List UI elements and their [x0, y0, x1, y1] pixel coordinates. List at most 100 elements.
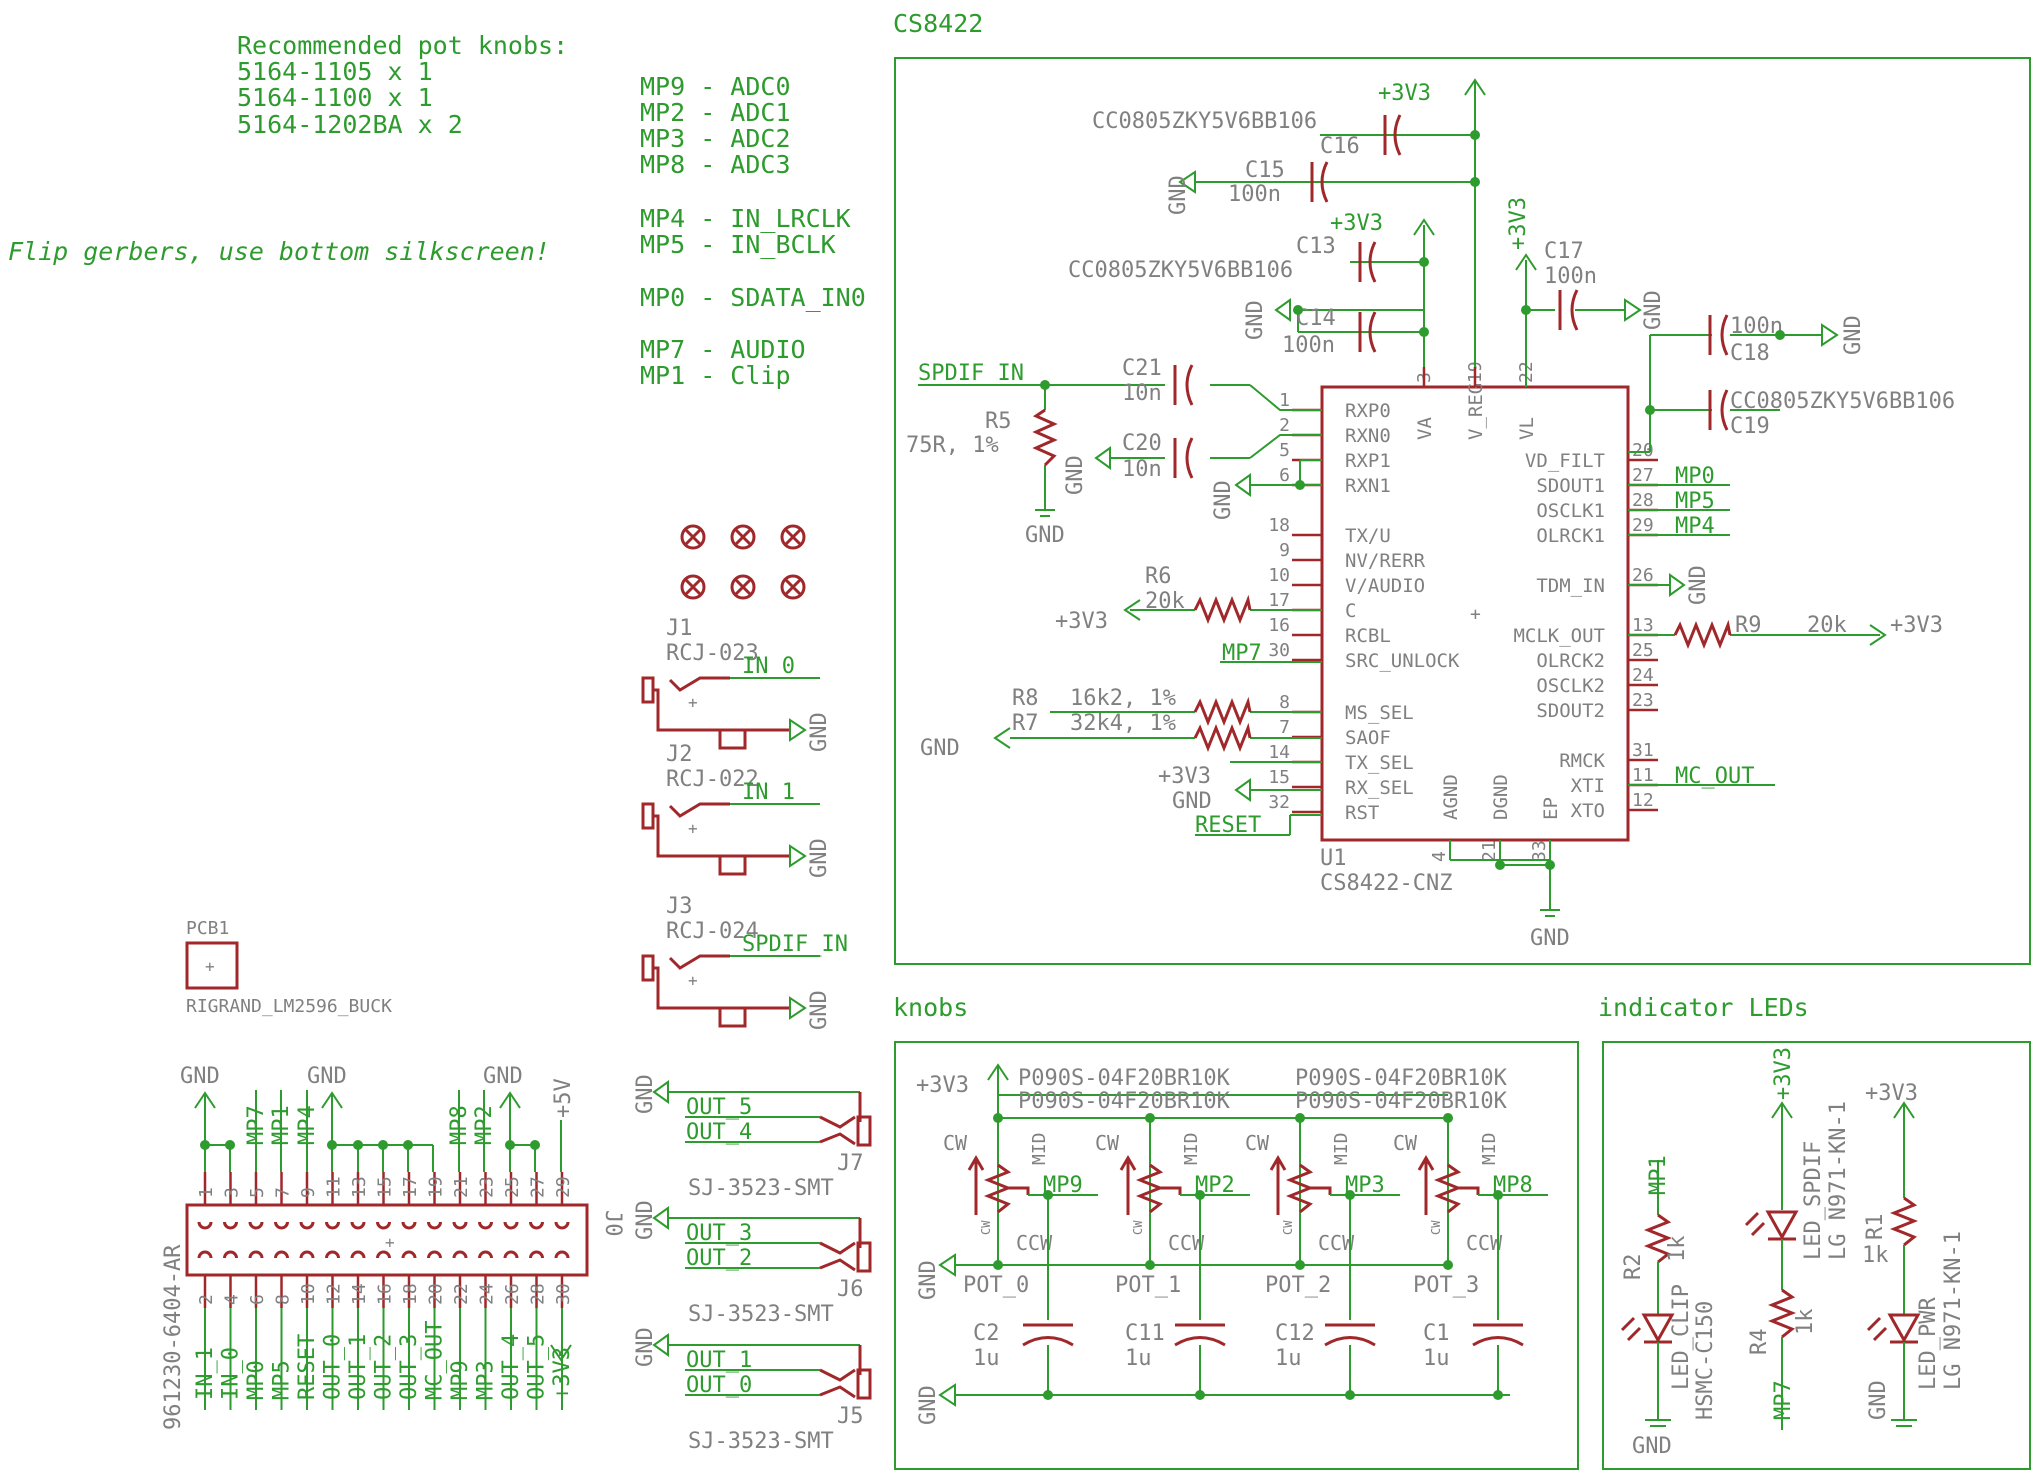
c20-value: 10n	[1122, 457, 1162, 482]
j0-header: + 12IN_134IN_056MP078MP5910RESET1112OUT_…	[185, 1090, 589, 1410]
mp-map-line: MP7 - AUDIO	[640, 335, 806, 364]
gnd-led-pwr: GND	[1866, 1380, 1891, 1420]
u1-pin-name: OSCLK1	[1536, 500, 1605, 522]
junction-dot	[1470, 177, 1480, 187]
u1-pin-num: 2	[1279, 415, 1290, 436]
pot-ref: POT_1	[1115, 1273, 1181, 1298]
u1-pin-name: V_REG	[1465, 383, 1487, 440]
u1-pin-num: 8	[1279, 692, 1290, 713]
j0-pin-num: 3	[222, 1187, 243, 1198]
j0-pin-num: 9	[298, 1187, 319, 1198]
j0-pin-num: 7	[273, 1187, 294, 1198]
pot-cap-value: 1u	[1125, 1346, 1152, 1371]
gnd-sj: GND	[633, 1200, 658, 1240]
u1-pin-num: 21	[1479, 840, 1500, 862]
knobs-frame-title: knobs	[893, 993, 968, 1022]
net-3v3-c17: +3V3	[1506, 197, 1531, 250]
u1-pin-name: OSCLK2	[1536, 675, 1605, 697]
j0-bottom-net: MP9	[448, 1360, 473, 1400]
u1-pin-num: 17	[1268, 590, 1290, 611]
j0-pin-num: 30	[553, 1283, 574, 1305]
u1-pin-num: 16	[1268, 615, 1290, 636]
gnd-rca: GND	[807, 838, 832, 878]
u1-pin-num: 33	[1529, 840, 1550, 862]
mounting-holes	[680, 524, 806, 600]
c16-value: CC0805ZKY5V6BB106	[1092, 109, 1317, 134]
c13-value: CC0805ZKY5V6BB106	[1068, 258, 1293, 283]
net-3v3-c13: +3V3	[1330, 211, 1383, 236]
net-5v-j0: +5V	[551, 1078, 576, 1118]
j0-bottom-net: OUT_5	[525, 1334, 550, 1400]
c17-ref: C17	[1544, 239, 1584, 264]
pot-ccw-label: CCW	[1466, 1231, 1503, 1255]
knob-note-2: 5164-1100 x 1	[237, 83, 433, 112]
u1-pin-name: SRC_UNLOCK	[1345, 650, 1460, 672]
j0-pin-num: 14	[349, 1283, 370, 1305]
r5-ref: R5	[985, 409, 1012, 434]
u1-pin-num: 10	[1268, 565, 1290, 586]
u1-pin-num: 12	[1632, 790, 1654, 811]
jack-origin: +	[688, 819, 698, 838]
j0-bottom-net: OUT_1	[346, 1334, 371, 1400]
jack-origin: +	[688, 693, 698, 712]
u1-pin-num: 15	[1268, 767, 1290, 788]
j0-bottom-net: IN_0	[219, 1347, 244, 1400]
j0-pin-num: 28	[528, 1283, 549, 1305]
u1-pin-num: 27	[1632, 465, 1654, 486]
net-mp5-u1: MP5	[1675, 489, 1715, 514]
sj-jack-ref: J5	[837, 1404, 864, 1429]
pot-cap-value: 1u	[1275, 1346, 1302, 1371]
pot-mid-label: MID	[1029, 1132, 1050, 1165]
net-3v3-led-pwr: +3V3	[1865, 1081, 1918, 1106]
u1-pin-name: MS_SEL	[1345, 702, 1414, 724]
pot-value-4: P090S-04F20BR10K	[1295, 1089, 1508, 1114]
u1-pin-name: MCLK_OUT	[1513, 625, 1605, 647]
junction-dot	[1040, 380, 1050, 390]
u1-pin-num: 11	[1632, 765, 1654, 786]
r7-value: 32k4, 1%	[1070, 711, 1176, 736]
pot-ref: POT_3	[1413, 1273, 1479, 1298]
u1-pin-num: 6	[1279, 465, 1290, 486]
j0-pin-num: 15	[375, 1176, 396, 1198]
j0-bottom-net: OUT_3	[397, 1334, 422, 1400]
knob-note-3: 5164-1202BA x 2	[237, 110, 463, 139]
pot-cap-ref: C11	[1125, 1321, 1165, 1346]
net-mp0-u1: MP0	[1675, 464, 1715, 489]
j0-pin-num: 21	[451, 1176, 472, 1198]
sj-jack-value: SJ-3523-SMT	[688, 1429, 834, 1454]
net-mp7-u1: MP7	[1222, 641, 1262, 666]
u1-value: CS8422-CNZ	[1320, 871, 1452, 896]
net-3v3-r9: +3V3	[1890, 613, 1943, 638]
sj-jack-ref: J7	[837, 1151, 864, 1176]
u1-pin-name: RXP0	[1345, 400, 1391, 422]
u1-pin-name: RCBL	[1345, 625, 1391, 647]
gnd-r7: GND	[920, 736, 960, 761]
gnd-c17: GND	[1641, 290, 1666, 330]
c15-value: 100n	[1228, 182, 1281, 207]
rca-jack-ref: J2	[666, 742, 693, 767]
pot-ref: POT_0	[963, 1273, 1029, 1298]
u1-pin-name: TX_SEL	[1345, 752, 1414, 774]
rca-jack-value: RCJ-022	[666, 767, 759, 792]
u1-pin-num: 23	[1632, 690, 1654, 711]
u1-pin-name: V/AUDIO	[1345, 575, 1425, 597]
leds-frame	[1602, 1041, 2031, 1470]
gnd-c15: GND	[1166, 175, 1191, 215]
r5-value: 75R, 1%	[906, 433, 999, 458]
rca-jack-ref: J3	[666, 894, 693, 919]
net-3v3-txsel: +3V3	[1158, 764, 1211, 789]
pot-mid-label: MID	[1479, 1132, 1500, 1165]
u1-pin-name: TDM_IN	[1536, 575, 1605, 597]
cs8422-frame-title: CS8422	[893, 9, 983, 38]
j0-pin-num: 19	[426, 1176, 447, 1198]
j0-pin-num: 25	[502, 1176, 523, 1198]
pot-cw-small: CW	[1281, 1220, 1295, 1235]
mp-map-line: MP3 - ADC2	[640, 124, 791, 153]
j0-pin-num: 22	[451, 1283, 472, 1305]
mp-map-line: MP8 - ADC3	[640, 150, 791, 179]
j0-pin-num: 17	[400, 1176, 421, 1198]
pcb1-ref: PCB1	[186, 918, 229, 939]
pcb1-symbol	[185, 941, 239, 990]
j0-bottom-net: MP3	[474, 1360, 499, 1400]
